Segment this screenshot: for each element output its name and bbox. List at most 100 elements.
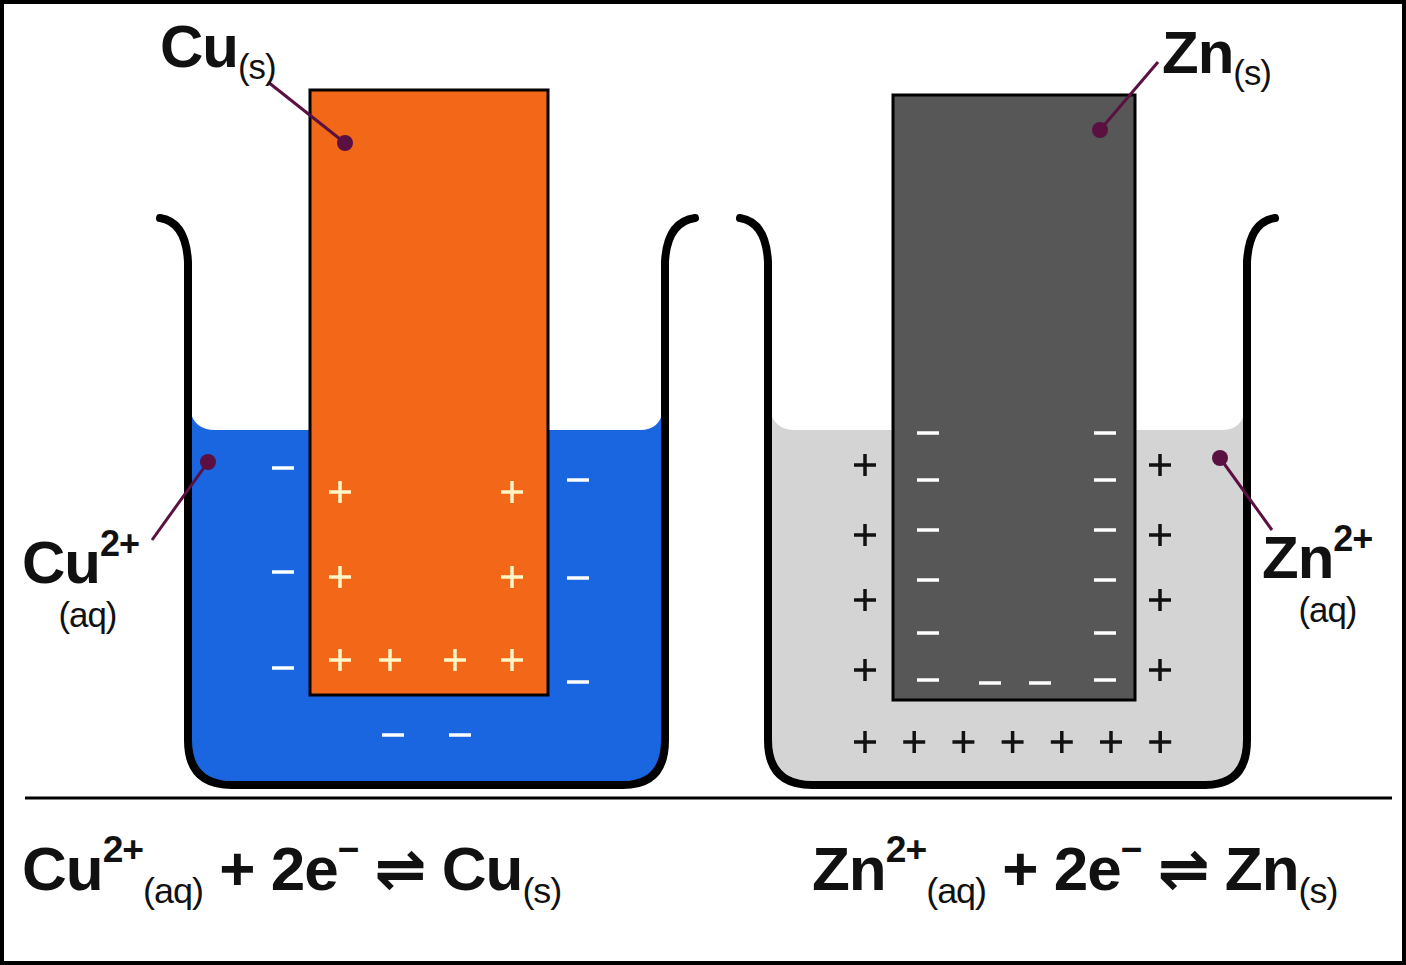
minus-charge <box>567 682 589 683</box>
minus-charge <box>567 578 589 579</box>
text-part: Cu <box>22 529 100 596</box>
charge-stroke <box>510 566 514 588</box>
minus-charge <box>917 480 939 481</box>
charge-stroke <box>1158 589 1162 611</box>
charge-stroke <box>917 578 939 582</box>
plus-charge <box>1149 659 1171 681</box>
plus-charge <box>1149 589 1171 611</box>
charge-stroke <box>1094 631 1116 635</box>
text-part: ⇌ Cu <box>358 834 522 903</box>
minus-charge <box>917 680 939 681</box>
charge-stroke <box>338 481 342 503</box>
charge-stroke <box>1158 454 1162 476</box>
text-part: Zn <box>1162 19 1233 86</box>
minus-charge <box>1094 433 1116 434</box>
charge-stroke <box>272 570 294 574</box>
leader-line <box>152 462 208 540</box>
beaker <box>160 218 695 785</box>
zinc-electrode <box>893 95 1135 700</box>
minus-charge <box>917 580 939 581</box>
text-part: + 2e <box>986 834 1121 903</box>
plus-charge <box>501 481 523 503</box>
charge-stroke <box>272 666 294 670</box>
plus-charge <box>501 649 523 671</box>
charge-stroke <box>453 649 457 671</box>
charge-stroke <box>1158 524 1162 546</box>
charge-stroke <box>1060 731 1064 753</box>
charge-stroke <box>917 678 939 682</box>
charge-stroke <box>382 733 404 737</box>
charge-stroke <box>1109 731 1113 753</box>
leader-dot <box>337 135 353 151</box>
charge-stroke <box>917 528 939 532</box>
plus-charge <box>1100 731 1122 753</box>
plus-charge <box>329 481 351 503</box>
charge-stroke <box>1094 431 1116 435</box>
state-subscript: (aq) <box>1299 593 1373 628</box>
charge-stroke <box>917 631 939 635</box>
state-subscript: (aq) <box>59 598 140 633</box>
minus-charge <box>917 530 939 531</box>
plus-charge <box>444 649 466 671</box>
charge-superscript: − <box>1121 828 1142 870</box>
state-subscript: (s) <box>238 47 276 86</box>
minus-charge <box>382 735 404 736</box>
minus-charge <box>272 572 294 573</box>
minus-charge <box>917 433 939 434</box>
plus-charge <box>854 731 876 753</box>
minus-charge <box>1029 683 1051 684</box>
charge-superscript: 2+ <box>103 828 143 870</box>
leader-line <box>1100 62 1158 130</box>
plus-charge <box>1002 731 1024 753</box>
minus-charge <box>449 735 471 736</box>
minus-charge <box>272 468 294 469</box>
minus-charge <box>567 480 589 481</box>
minus-charge <box>1094 680 1116 681</box>
charge-stroke <box>338 649 342 671</box>
charge-stroke <box>1094 478 1116 482</box>
charge-stroke <box>863 589 867 611</box>
charge-stroke <box>338 566 342 588</box>
label-holder: Cu2+(aq) + 2e− ⇌ Cu(s) <box>22 835 561 903</box>
state-subscript: (s) <box>522 870 561 911</box>
label-holder: Zn2+(aq) <box>1262 525 1372 628</box>
state-subscript: (s) <box>1233 53 1271 92</box>
charge-superscript: − <box>338 828 359 870</box>
charge-stroke <box>1029 681 1051 685</box>
charge-stroke <box>979 681 1001 685</box>
plus-charge <box>854 524 876 546</box>
charge-stroke <box>510 649 514 671</box>
plus-charge <box>501 566 523 588</box>
minus-charge <box>1094 530 1116 531</box>
plus-charge <box>854 589 876 611</box>
plus-charge <box>854 659 876 681</box>
charge-stroke <box>510 481 514 503</box>
copper-electrode <box>310 90 548 695</box>
plus-charge <box>903 731 925 753</box>
plus-charge <box>379 649 401 671</box>
charge-stroke <box>1094 678 1116 682</box>
charge-stroke <box>1011 731 1015 753</box>
leader-dot <box>200 454 216 470</box>
label-holder: Cu(s) <box>160 14 276 80</box>
callout-label: Zn2+(aq) <box>1262 525 1372 628</box>
charge-stroke <box>567 576 589 580</box>
charge-superscript: 2+ <box>886 828 926 870</box>
plus-charge <box>329 566 351 588</box>
charge-stroke <box>863 454 867 476</box>
text-part: Zn <box>1262 524 1333 591</box>
minus-charge <box>917 633 939 634</box>
text-part: Zn <box>812 834 886 903</box>
charge-stroke <box>962 731 966 753</box>
state-subscript: (aq) <box>143 870 203 911</box>
charge-stroke <box>912 731 916 753</box>
charge-superscript: 2+ <box>1333 518 1372 559</box>
minus-charge <box>1094 633 1116 634</box>
charge-stroke <box>863 524 867 546</box>
charge-stroke <box>1094 528 1116 532</box>
plus-charge <box>952 731 974 753</box>
charge-superscript: 2+ <box>100 523 139 564</box>
text-part: ⇌ Zn <box>1141 834 1298 903</box>
plus-charge <box>1149 731 1171 753</box>
